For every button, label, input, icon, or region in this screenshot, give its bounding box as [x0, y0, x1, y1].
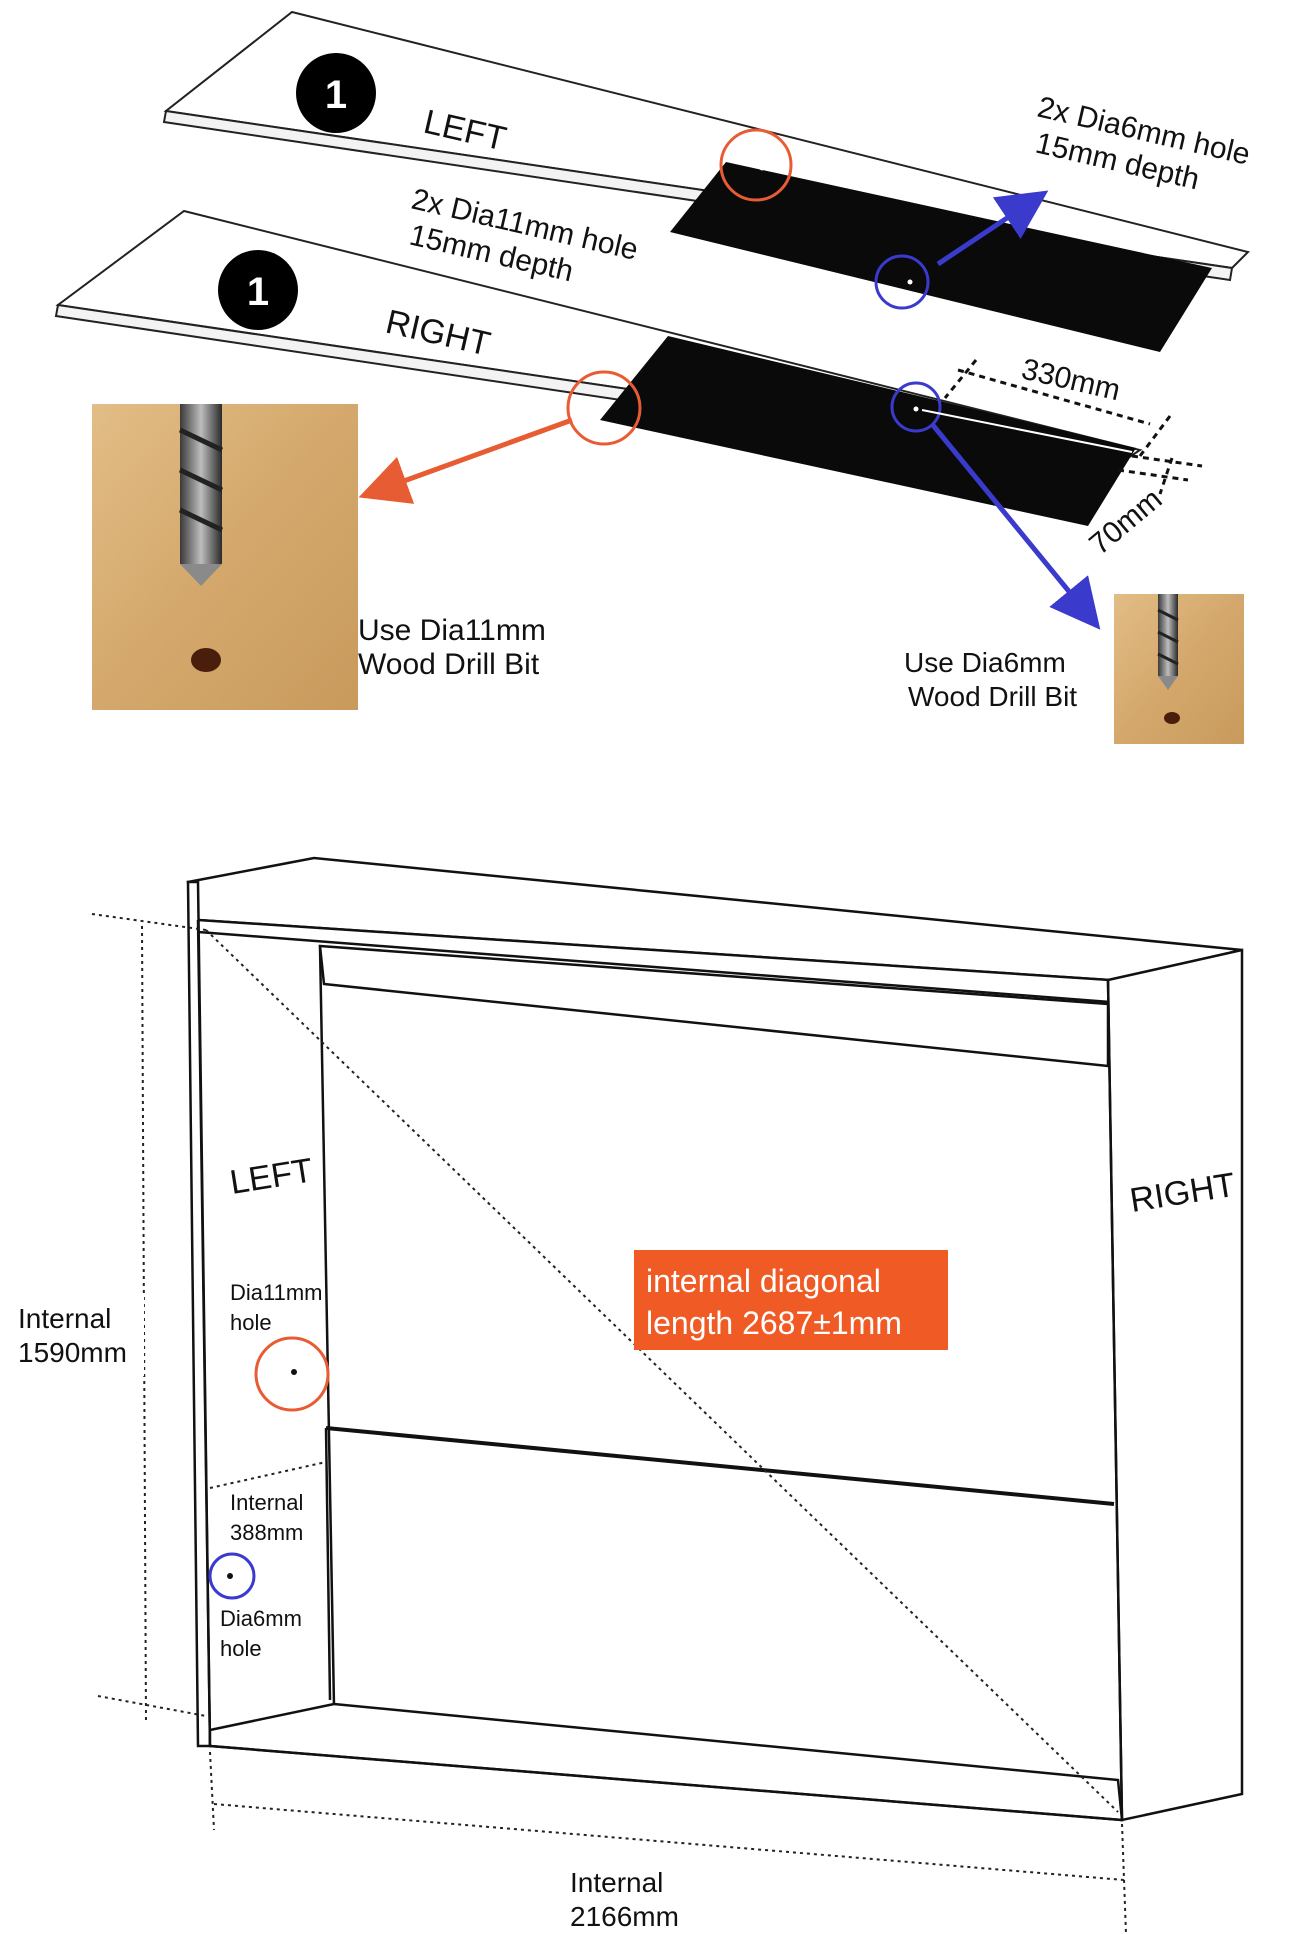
arrow-to-dia6-callout	[936, 190, 1049, 267]
arrow-to-dia11-drill	[358, 417, 573, 504]
drill-photo-dia6	[1114, 594, 1244, 744]
left-panel-dia6-hole-dot	[907, 279, 913, 285]
left-panel	[162, 10, 1250, 352]
drilled-hole-icon	[191, 648, 221, 672]
frame-388-line2: 388mm	[230, 1520, 303, 1545]
drill-dia11-line1: Use Dia11mm	[358, 614, 546, 647]
diagonal-line1: internal diagonal	[646, 1263, 881, 1299]
frame-width-line2: 2166mm	[570, 1901, 679, 1932]
frame-dia6-line1: Dia6mm	[220, 1606, 302, 1631]
step-badge-right: 1	[218, 250, 298, 330]
frame-dia11-line1: Dia11mm	[230, 1280, 323, 1305]
frame-dia11-hole-marker	[254, 1336, 330, 1412]
left-panel-dia6-hole-marker	[874, 254, 930, 310]
frame-height-line2: 1590mm	[18, 1337, 127, 1368]
left-panel-dia11-hole-marker	[719, 128, 793, 202]
frame-right-side	[1106, 948, 1244, 1822]
right-panel	[54, 209, 1143, 526]
frame-dia11-line2: hole	[230, 1310, 272, 1335]
frame-width-line1: Internal	[570, 1867, 663, 1898]
frame-dia6-hole-dot	[227, 1573, 233, 1579]
frame-drawing	[186, 856, 1244, 1822]
frame-dia6-hole-marker	[208, 1552, 256, 1600]
small-drilled-hole-icon	[1164, 712, 1180, 724]
step-badge-left-number: 1	[325, 73, 347, 117]
drill-bit-icon	[180, 404, 222, 564]
dimension-388-line	[209, 1461, 327, 1489]
drill-dia6-line2: Wood Drill Bit	[908, 681, 1077, 712]
internal-diagonal-line	[205, 929, 1119, 1813]
diagonal-line2: length 2687±1mm	[646, 1305, 902, 1341]
frame-left-label: LEFT	[227, 1151, 315, 1202]
frame-height-line1: Internal	[18, 1303, 111, 1334]
frame-388-line1: Internal	[230, 1490, 303, 1515]
drill-dia11-line2: Wood Drill Bit	[358, 648, 540, 681]
arrow-to-dia6-drill	[930, 422, 1101, 630]
frame-dia11-hole-dot	[291, 1369, 297, 1375]
dimension-330mm-label: 330mm	[1018, 353, 1123, 408]
right-panel-dia6-hole-marker	[890, 381, 942, 433]
right-panel-black-zone	[600, 336, 1136, 526]
left-panel-dia11-hole-dot	[759, 165, 765, 171]
dimension-70mm	[1117, 454, 1203, 495]
dimension-width	[209, 1751, 1127, 1934]
dimension-height	[91, 913, 207, 1723]
diagonal-length-box	[634, 1250, 948, 1350]
drill-photo-dia11	[92, 404, 358, 710]
drill-dia6-line1: Use Dia6mm	[904, 647, 1066, 678]
right-panel-dia6-hole-dot	[913, 406, 919, 412]
right-panel-dia11-hole-marker	[566, 370, 642, 446]
right-panel-dia11-hole-dot	[605, 403, 611, 409]
dimension-330mm	[921, 359, 1172, 457]
step-badge-left: 1	[296, 53, 376, 133]
frame-bottom-board	[208, 1702, 1124, 1822]
step-badge-right-number: 1	[247, 270, 269, 314]
height-label-bg	[18, 1296, 144, 1376]
frame-dia6-line2: hole	[220, 1636, 262, 1661]
left-panel-black-zone	[670, 162, 1212, 352]
frame-top-rail	[318, 944, 1110, 1068]
